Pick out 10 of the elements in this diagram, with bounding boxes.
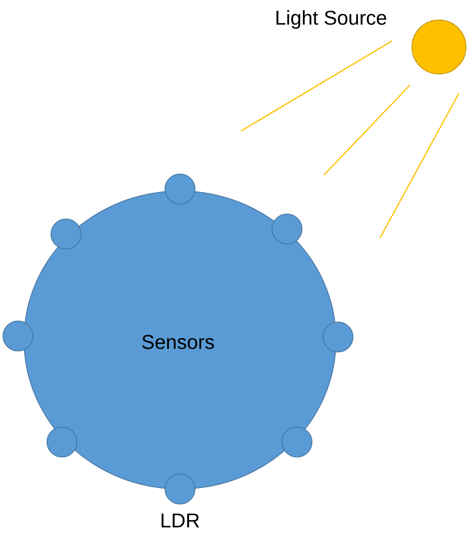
sensor-label: LDR — [162, 514, 200, 528]
sensor-dot — [50, 218, 82, 250]
sensor-dot — [2, 320, 34, 352]
sensor-dot — [272, 214, 302, 244]
sensor-dot — [164, 474, 196, 504]
node-label: Light Source — [276, 10, 386, 29]
sensor-dot — [164, 174, 196, 204]
sensor-dot — [282, 426, 312, 458]
sensor-dot — [322, 322, 354, 352]
sensor-dot — [46, 426, 78, 458]
